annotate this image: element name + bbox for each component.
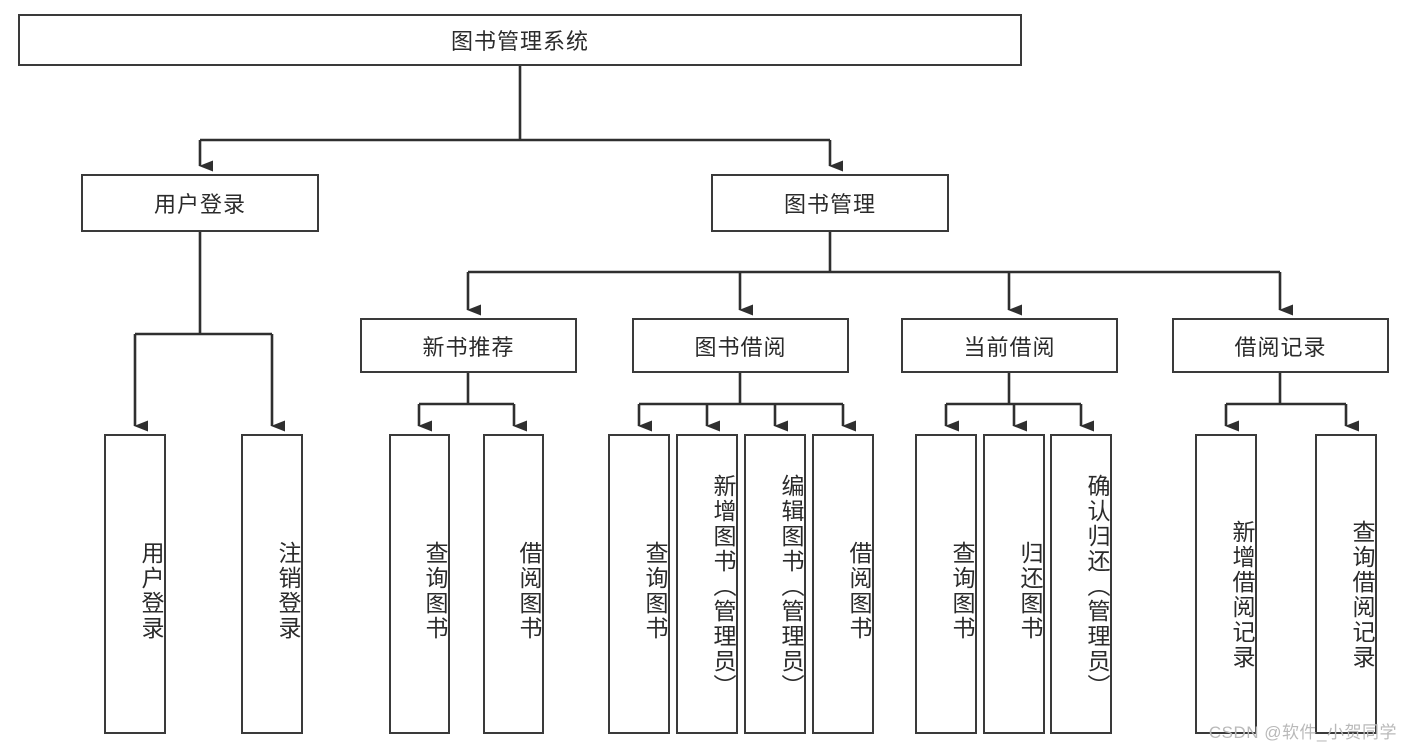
- node-leaf-borrow-book-new[interactable]: 借阅图书: [483, 434, 544, 734]
- node-leaf-add-borrow-record-label: 新增借阅记录: [1229, 520, 1255, 670]
- node-book-manage-label: 图书管理: [783, 192, 876, 217]
- node-user-login-label: 用户登录: [153, 192, 246, 217]
- node-leaf-query-book-new-label: 查询图书: [422, 541, 448, 641]
- node-leaf-return-book-label: 归还图书: [1017, 541, 1043, 641]
- node-leaf-add-book-admin-label: 新增图书（管理员）: [710, 473, 736, 699]
- node-leaf-user-login[interactable]: 用户登录: [104, 434, 166, 734]
- node-leaf-borrow-book[interactable]: 借阅图书: [812, 434, 874, 734]
- node-borrow-record[interactable]: 借阅记录: [1172, 318, 1389, 373]
- node-borrow-record-label: 借阅记录: [1234, 334, 1327, 360]
- node-leaf-logout[interactable]: 注销登录: [241, 434, 303, 734]
- node-current-borrow[interactable]: 当前借阅: [901, 318, 1118, 373]
- node-leaf-query-book-new[interactable]: 查询图书: [389, 434, 450, 734]
- node-leaf-edit-book-admin[interactable]: 编辑图书（管理员）: [744, 434, 806, 734]
- node-leaf-return-book[interactable]: 归还图书: [983, 434, 1045, 734]
- node-new-book-recommend[interactable]: 新书推荐: [360, 318, 577, 373]
- node-leaf-edit-book-admin-label: 编辑图书（管理员）: [778, 473, 804, 699]
- node-book-borrow-label: 图书借阅: [694, 334, 787, 360]
- node-leaf-borrow-book-new-label: 借阅图书: [516, 541, 542, 641]
- node-leaf-confirm-return-admin-label: 确认归还（管理员）: [1084, 473, 1110, 699]
- node-root[interactable]: 图书管理系统: [18, 14, 1022, 66]
- node-leaf-user-login-label: 用户登录: [138, 541, 164, 641]
- node-current-borrow-label: 当前借阅: [963, 334, 1056, 360]
- node-leaf-borrow-book-label: 借阅图书: [846, 541, 872, 641]
- node-book-manage[interactable]: 图书管理: [711, 174, 949, 232]
- csdn-watermark: CSDN @软件_小贺同学: [1208, 723, 1397, 742]
- node-leaf-query-borrow-record[interactable]: 查询借阅记录: [1315, 434, 1377, 734]
- node-leaf-add-book-admin[interactable]: 新增图书（管理员）: [676, 434, 738, 734]
- node-leaf-query-borrow-record-label: 查询借阅记录: [1349, 520, 1375, 670]
- node-leaf-query-book-borrow-label: 查询图书: [642, 541, 668, 641]
- node-book-borrow[interactable]: 图书借阅: [632, 318, 849, 373]
- node-leaf-add-borrow-record[interactable]: 新增借阅记录: [1195, 434, 1257, 734]
- node-leaf-confirm-return-admin[interactable]: 确认归还（管理员）: [1050, 434, 1112, 734]
- node-leaf-query-book-current-label: 查询图书: [949, 541, 975, 641]
- node-leaf-query-book-borrow[interactable]: 查询图书: [608, 434, 670, 734]
- node-new-book-recommend-label: 新书推荐: [422, 334, 515, 360]
- node-user-login[interactable]: 用户登录: [81, 174, 319, 232]
- node-leaf-query-book-current[interactable]: 查询图书: [915, 434, 977, 734]
- node-leaf-logout-label: 注销登录: [275, 541, 301, 641]
- node-root-label: 图书管理系统: [450, 29, 589, 54]
